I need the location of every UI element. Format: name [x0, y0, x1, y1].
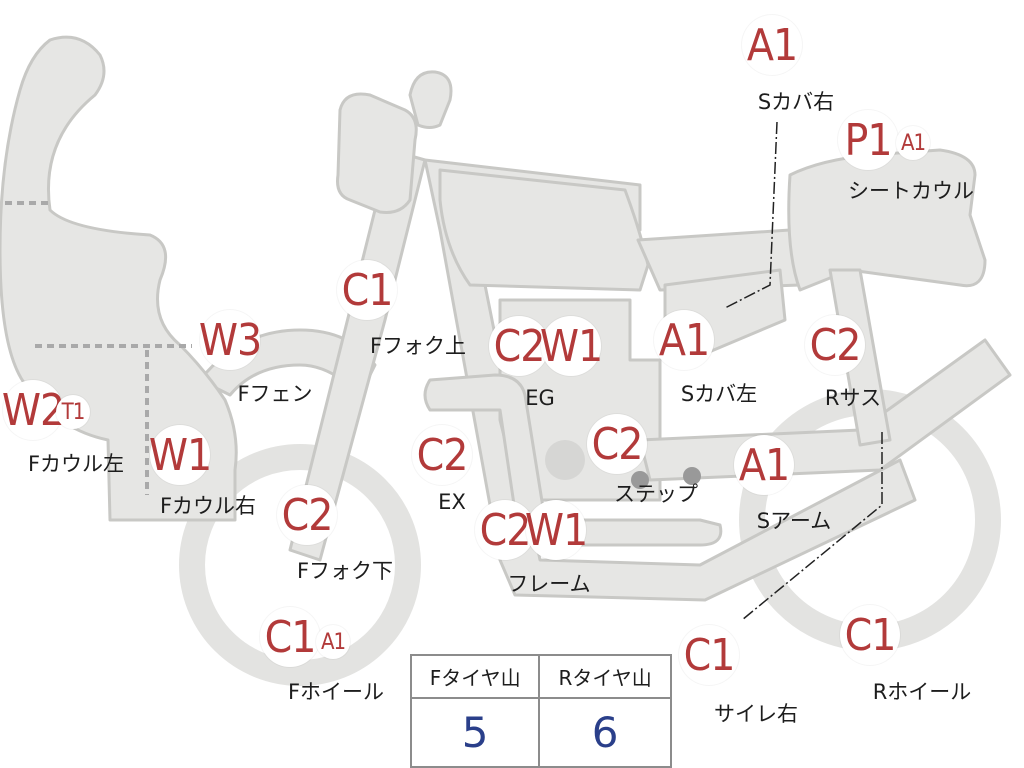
mirror-shape: [408, 70, 453, 129]
grade-badge: A1: [316, 625, 350, 659]
tire-tread-table: Fタイヤ山 Rタイヤ山 5 6: [409, 654, 672, 768]
grade-badge: W1: [525, 500, 588, 560]
grade-badge: W1: [149, 425, 212, 485]
grade-badge: C1: [679, 625, 739, 685]
grade-badge: C1: [840, 605, 900, 665]
front-tire-value: 5: [409, 696, 541, 768]
grade-badge: C2: [475, 500, 535, 560]
grade-badge: C1: [337, 260, 397, 320]
rear-tire-value: 6: [538, 696, 672, 768]
grade-badge: W1: [540, 316, 603, 376]
grade-badge: C2: [412, 425, 472, 485]
grade-badge: C2: [489, 316, 549, 376]
grade-badge: W3: [199, 310, 262, 370]
part-label: シートカウル: [848, 179, 974, 203]
exhaust-shape: [423, 373, 723, 547]
part-label: Fカウル右: [159, 494, 257, 518]
step-peg-right: [683, 467, 701, 485]
rear-tire-header: Rタイヤ山: [538, 654, 672, 699]
part-label: Rホイール: [872, 680, 972, 704]
tank-shape: [438, 168, 650, 292]
part-label: ステップ: [614, 482, 698, 506]
part-label: Fホイール: [287, 680, 385, 704]
part-label: Fフォク上: [369, 334, 467, 358]
seat-cowl-shape: [787, 148, 987, 292]
part-label: Sアーム: [756, 509, 832, 533]
grade-badge: P1: [838, 110, 898, 170]
part-label: Sカバ右: [757, 90, 835, 114]
part-label: EG: [525, 386, 555, 410]
grade-badge: A1: [654, 310, 714, 370]
grade-badge: A1: [742, 15, 802, 75]
grade-badge: C2: [805, 315, 865, 375]
grade-badge: A1: [896, 126, 930, 160]
part-label: サイレ右: [714, 702, 798, 726]
part-label: Fカウル左: [27, 452, 125, 476]
part-label: Fフォク下: [296, 559, 394, 583]
part-label: フレーム: [507, 572, 591, 596]
grade-badge: C2: [587, 414, 647, 474]
grade-badge: C2: [277, 485, 337, 545]
part-label: EX: [438, 490, 466, 514]
engine-cover: [545, 440, 585, 480]
headlight-shape: [336, 92, 418, 214]
front-tire-header: Fタイヤ山: [409, 654, 541, 699]
grade-badge: T1: [56, 395, 90, 429]
part-label: Sカバ左: [680, 382, 758, 406]
grade-badge: A1: [734, 435, 794, 495]
leader-silencer-right: [741, 432, 883, 621]
step-peg-left: [631, 471, 649, 489]
grade-badge: W2: [2, 380, 65, 440]
grade-badge: C1: [260, 607, 320, 667]
part-label: Rサス: [824, 386, 882, 410]
part-label: Fフェン: [237, 382, 313, 406]
leader-s-cover-right: [724, 121, 778, 309]
front-wheel-shape: [179, 444, 421, 686]
